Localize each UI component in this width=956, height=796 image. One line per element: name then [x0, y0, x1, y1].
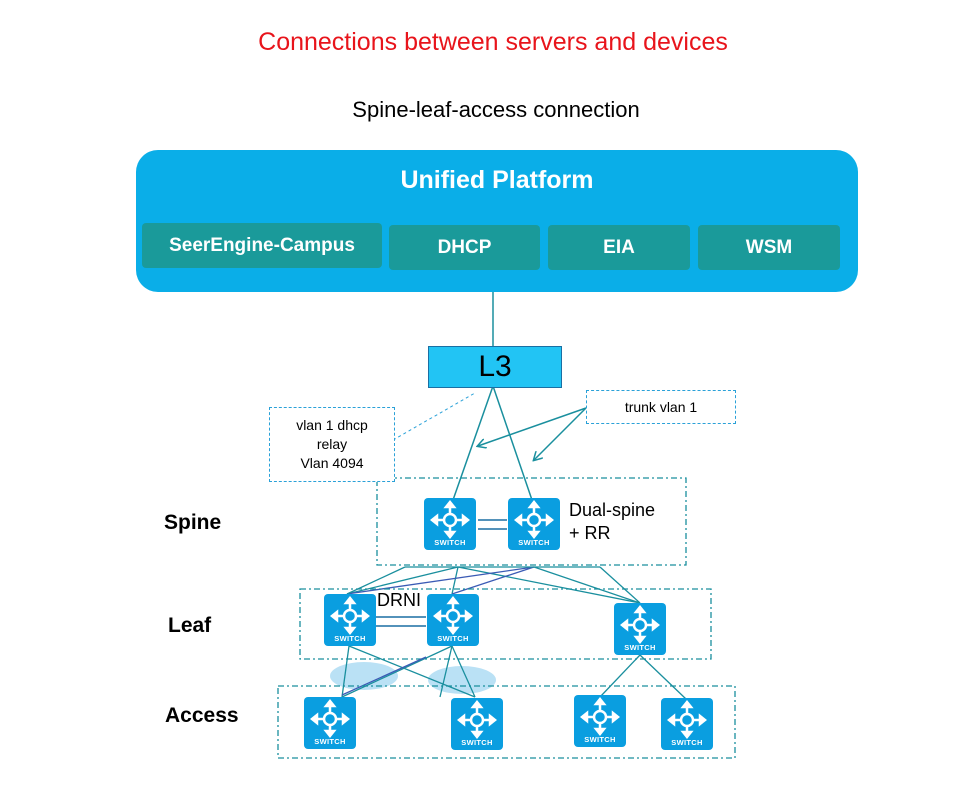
trunk-arrow-1 [478, 407, 587, 446]
dhcp-note-line-2: relay [316, 436, 348, 452]
switch-label: SWITCH [437, 634, 469, 643]
trunk-arrow-2 [534, 407, 587, 460]
link-aggregation-2 [428, 666, 496, 694]
leaf-switch-2: SWITCH [427, 594, 479, 646]
platform-title: Unified Platform [400, 166, 594, 194]
access-group-box [277, 685, 736, 759]
switch-icon [429, 499, 471, 540]
leaf-group-box [299, 588, 712, 660]
switch-label: SWITCH [461, 738, 493, 747]
module-seerengine-campus: SeerEngine-Campus [142, 223, 382, 268]
switch-icon [619, 604, 661, 645]
switch-label: SWITCH [671, 738, 703, 747]
switch-icon [666, 699, 708, 740]
dhcp-relay-note: vlan 1 dhcp relay Vlan 4094 [269, 407, 395, 482]
switch-label: SWITCH [434, 538, 466, 547]
drni-label: DRNI [377, 590, 421, 610]
switch-label: SWITCH [314, 737, 346, 746]
l3-device: L3 [428, 346, 562, 388]
module-eia: EIA [548, 225, 690, 270]
spine-group-box [376, 477, 687, 566]
spine-switch-2: SWITCH [508, 498, 560, 550]
dhcp-note-line-3: Vlan 4094 [300, 455, 364, 471]
leaf-switch-1: SWITCH [324, 594, 376, 646]
switch-icon [579, 696, 621, 737]
dhcp-note-line-1: vlan 1 dhcp [296, 417, 368, 433]
trunk-vlan-note: trunk vlan 1 [586, 390, 736, 424]
link-l3-spine2 [492, 385, 533, 501]
diagram-title: Connections between servers and devices [258, 28, 728, 56]
switch-icon [432, 595, 474, 636]
switch-icon [513, 499, 555, 540]
dual-spine-label: Dual-spine + RR [569, 499, 655, 545]
dual-spine-label-line-1: Dual-spine [569, 500, 656, 520]
access-switch-4: SWITCH [661, 698, 713, 750]
switch-label: SWITCH [518, 538, 550, 547]
module-wsm: WSM [698, 225, 840, 270]
switch-label: SWITCH [584, 735, 616, 744]
tier-label-spine: Spine [164, 511, 222, 534]
access-switch-3: SWITCH [574, 695, 626, 747]
spine-switch-1: SWITCH [424, 498, 476, 550]
switch-icon [456, 699, 498, 740]
leaf-switch-3: SWITCH [614, 603, 666, 655]
switch-label: SWITCH [334, 634, 366, 643]
tier-label-leaf: Leaf [168, 614, 212, 637]
access-switch-1: SWITCH [304, 697, 356, 749]
tier-label-access: Access [165, 704, 239, 727]
link-l3-spine1 [452, 385, 494, 501]
module-dhcp: DHCP [389, 225, 540, 270]
switch-label: SWITCH [624, 643, 656, 652]
dhcp-note-pointer [392, 392, 476, 441]
switch-icon [309, 698, 351, 739]
dual-spine-label-line-2: + RR [569, 523, 611, 543]
diagram-subtitle: Spine-leaf-access connection [352, 97, 640, 122]
switch-icon [329, 595, 371, 636]
link-aggregation-1 [330, 662, 398, 690]
access-switch-2: SWITCH [451, 698, 503, 750]
